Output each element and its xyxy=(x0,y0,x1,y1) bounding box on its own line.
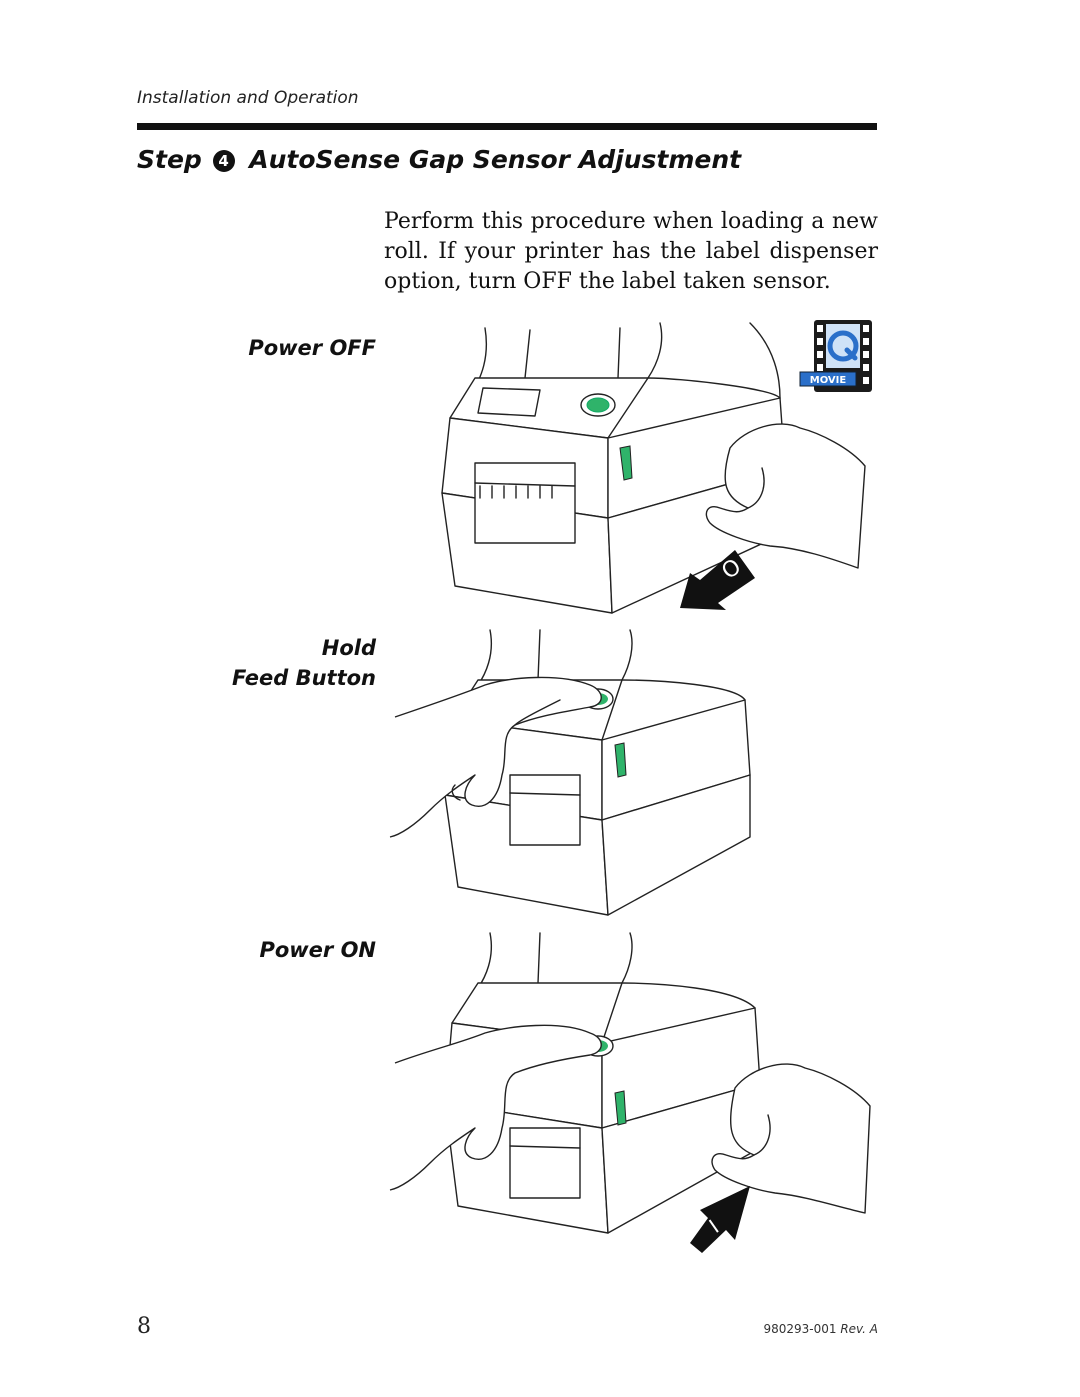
hold-label: Hold xyxy=(321,636,376,660)
feed-button-label: Feed Button xyxy=(232,666,376,690)
printer-illustration-power-off: O xyxy=(441,322,866,614)
document-number: 980293-001 Rev. A xyxy=(763,1322,878,1336)
power-off-label: Power OFF xyxy=(248,336,376,360)
printer-illustration-hold-feed xyxy=(389,629,751,916)
step-title-text: AutoSense Gap Sensor Adjustment xyxy=(249,145,742,174)
movie-badge-text: MOVIE xyxy=(810,375,847,386)
page-number: 8 xyxy=(137,1314,151,1339)
header-rule xyxy=(137,123,877,130)
step-word: Step xyxy=(137,145,202,174)
movie-icon[interactable]: MOVIE xyxy=(799,318,878,396)
page-title: Step 4 AutoSense Gap Sensor Adjustment xyxy=(137,145,741,174)
doc-revision: Rev. A xyxy=(840,1322,878,1336)
printer-illustration-power-on: I xyxy=(389,932,871,1253)
power-on-label: Power ON xyxy=(259,938,376,962)
intro-paragraph: Perform this procedure when loading a ne… xyxy=(384,209,878,294)
doc-number-value: 980293-001 xyxy=(763,1322,837,1336)
step-number-badge: 4 xyxy=(212,150,235,172)
section-header: Installation and Operation xyxy=(137,88,359,108)
